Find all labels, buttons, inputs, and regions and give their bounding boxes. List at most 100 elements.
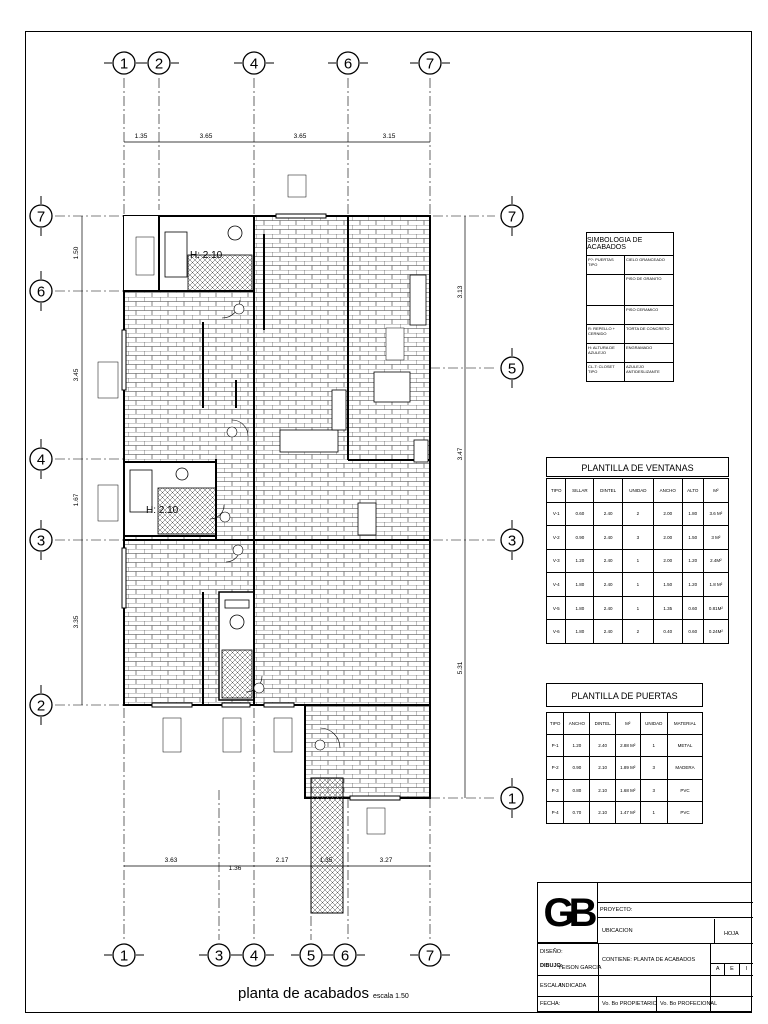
sheet-mark: E — [724, 963, 738, 975]
windows-cell: 0.60 — [565, 501, 595, 527]
axis-bubble-top-6: 6 — [328, 51, 368, 75]
legend-row-symbol — [587, 306, 625, 324]
doors-cell: P-2 — [545, 756, 565, 780]
legend-row-symbol — [587, 275, 625, 305]
doors-cell: 2.10 — [589, 800, 616, 825]
escala-label: ESCALA: — [540, 983, 564, 989]
logo-cell: GB — [538, 883, 598, 943]
doors-cell: 2.10 — [589, 778, 616, 802]
windows-cell: 1.80 — [565, 619, 595, 644]
legend-row: PISO DE GRANITO — [587, 275, 673, 306]
vo-propietario-label: Vo. Bo PROPIETARIO — [602, 1001, 657, 1007]
dibujante-name: YEISON GARCIA — [558, 965, 602, 971]
bath-height-label-2: H: 2.10 — [146, 505, 179, 516]
windows-cell: 2.4M² — [702, 548, 730, 574]
windows-cell: SILLAR — [565, 478, 595, 503]
ubicacion-label: UBICACION — [602, 928, 633, 934]
axis-label: 5 — [307, 948, 315, 965]
axis-label: 1 — [120, 948, 128, 965]
drawing-scale: escala 1.50 — [372, 993, 409, 1000]
axis-bubble-bottom-3: 3 — [199, 943, 239, 967]
building-floor — [123, 215, 431, 914]
windows-cell: 2.40 — [593, 525, 623, 550]
windows-cell: 2.00 — [652, 501, 683, 527]
doors-cell: 0.90 — [563, 756, 591, 780]
doors-cell: 0.70 — [563, 800, 591, 825]
dimension-bottom-3: 1.35 — [320, 857, 333, 864]
axis-label: 3 — [37, 533, 45, 550]
doors-cell: 1.47 M² — [615, 800, 641, 825]
legend-row-symbol: P?: PUERTAS TIPO — [587, 256, 625, 274]
dimension-right-0: 3.13 — [457, 285, 464, 298]
axis-label: 6 — [341, 948, 349, 965]
windows-schedule-title: PLANTILLA DE VENTANAS — [546, 457, 729, 477]
dimension-left-0: 1.50 — [73, 246, 80, 259]
windows-cell: 0.81M² — [702, 595, 730, 621]
legend-row: PISO CERAMICO — [587, 306, 673, 325]
hoja-label: HOJA — [724, 931, 739, 937]
windows-cell: 0.60 — [681, 595, 704, 621]
windows-cell: V-1 — [545, 501, 567, 527]
axis-bubble-right-5: 5 — [500, 348, 524, 388]
drawing-sheet-border — [25, 31, 752, 1013]
doors-cell: MATERIAL — [667, 711, 703, 736]
windows-cell: 0.90 — [565, 525, 595, 550]
doors-cell: ANCHO — [563, 711, 591, 736]
windows-cell: 3 M² — [702, 525, 730, 550]
windows-cell: 1.80 — [565, 572, 595, 597]
doors-cell: 1.20 — [563, 734, 591, 758]
windows-cell: 1 — [621, 572, 654, 597]
windows-cell: 1 — [621, 595, 654, 621]
windows-cell: 1.35 — [652, 595, 683, 621]
legend-row-description: ENGRAMADO — [626, 345, 653, 350]
axis-bubble-bottom-4: 4 — [234, 943, 274, 967]
windows-cell: 1.80 — [565, 595, 595, 621]
diseno-label: DISEÑO: — [540, 949, 563, 955]
windows-cell: 3 — [621, 525, 654, 550]
axis-bubble-right-1: 1 — [500, 778, 524, 818]
axis-bubble-top-4: 4 — [234, 51, 274, 75]
fixtures — [129, 225, 429, 630]
legend-row-description: PISO CERAMICO — [626, 307, 659, 312]
doors-cell: 2.40 — [589, 734, 616, 758]
logo: GB — [543, 891, 598, 935]
axis-label: 5 — [508, 361, 516, 378]
axis-bubble-left-3: 3 — [29, 520, 53, 560]
dimension-left-2: 1.67 — [73, 493, 80, 506]
doors-cell: PVC — [667, 800, 703, 825]
axis-label: 4 — [250, 56, 258, 73]
legend-row-description: CIELO GRANCEADO — [626, 257, 665, 262]
dimension-top-0: 1.35 — [135, 133, 148, 140]
doors-cell: 1 — [639, 734, 669, 758]
axis-bubble-bottom-6: 6 — [325, 943, 365, 967]
doors-cell: TIPO — [545, 711, 565, 736]
axis-label: 4 — [250, 948, 258, 965]
windows-cell: V-3 — [545, 548, 567, 574]
door-swings — [209, 299, 341, 749]
doors-cell: P-3 — [545, 778, 565, 802]
windows-cell: DINTEL — [593, 478, 623, 503]
contiene-label: CONTIENE: PLANTA DE ACABADOS — [602, 957, 696, 963]
dimension-left-3: 3.35 — [73, 615, 80, 628]
axis-label: 3 — [508, 533, 516, 550]
sheet-mark: I — [738, 963, 753, 975]
dimension-top-2: 3.65 — [294, 133, 307, 140]
doors-cell: 3 — [639, 778, 669, 802]
doors-cell: MADERA — [667, 756, 703, 780]
windows-cell: V-2 — [545, 525, 567, 550]
windows-cell: 0.24M² — [702, 619, 730, 644]
room-symbols — [219, 303, 326, 751]
windows-cell: UNIDAD — [621, 478, 654, 503]
windows-cell: 1.50 — [681, 525, 704, 550]
windows-cell: 2.00 — [652, 525, 683, 550]
